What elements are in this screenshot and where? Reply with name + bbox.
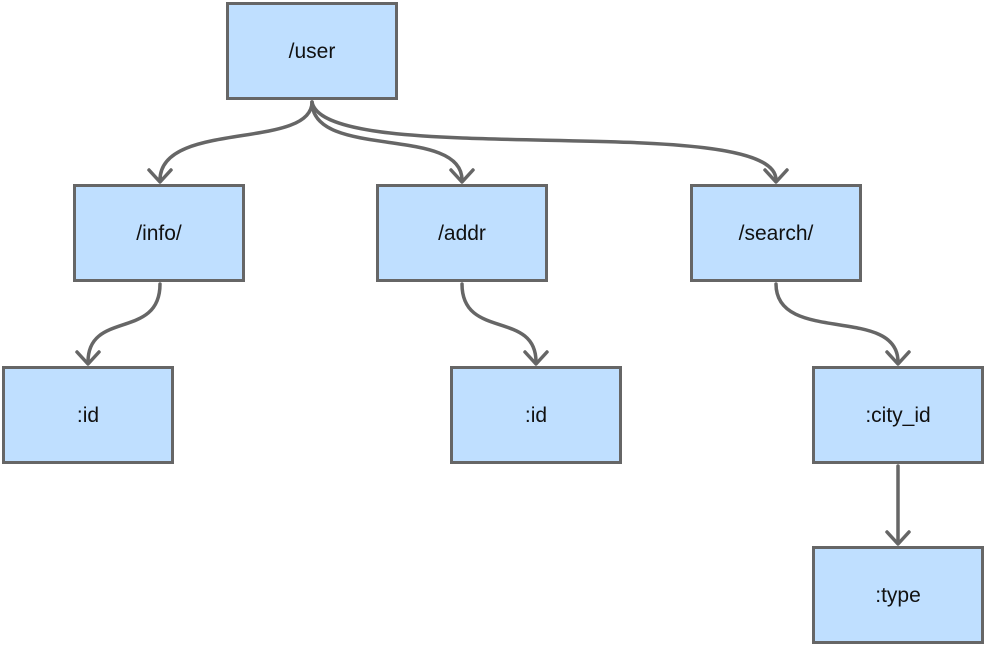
- node-addr-label: /addr: [438, 221, 486, 245]
- edge-search-city-id: [774, 282, 900, 364]
- node-addr-id: :id: [450, 366, 622, 464]
- node-city-id: :city_id: [812, 366, 984, 464]
- edge-info-id: [86, 282, 162, 364]
- arrowhead-city-id: [885, 350, 911, 366]
- node-info-id-label: :id: [76, 403, 100, 427]
- arrowhead-addr: [449, 168, 475, 184]
- node-search-label: /search/: [738, 221, 814, 245]
- arrowhead-type: [885, 530, 911, 546]
- arrowhead-info: [147, 168, 173, 184]
- node-info-label: /info/: [136, 221, 182, 245]
- node-type: :type: [812, 546, 984, 644]
- arrowhead-addr-id: [523, 350, 549, 366]
- node-info: /info/: [73, 184, 245, 282]
- edge-user-info: [158, 100, 314, 182]
- node-addr-id-label: :id: [524, 403, 548, 427]
- node-info-id: :id: [2, 366, 174, 464]
- edge-user-addr: [310, 100, 464, 182]
- edge-addr-id: [460, 282, 538, 364]
- node-type-label: :type: [875, 583, 921, 607]
- node-user: /user: [226, 2, 398, 100]
- node-addr: /addr: [376, 184, 548, 282]
- arrowhead-search: [763, 168, 789, 184]
- arrowhead-info-id: [75, 350, 101, 366]
- edge-user-search: [310, 100, 778, 182]
- node-user-label: /user: [288, 39, 336, 63]
- node-city-id-label: :city_id: [865, 403, 931, 427]
- node-search: /search/: [690, 184, 862, 282]
